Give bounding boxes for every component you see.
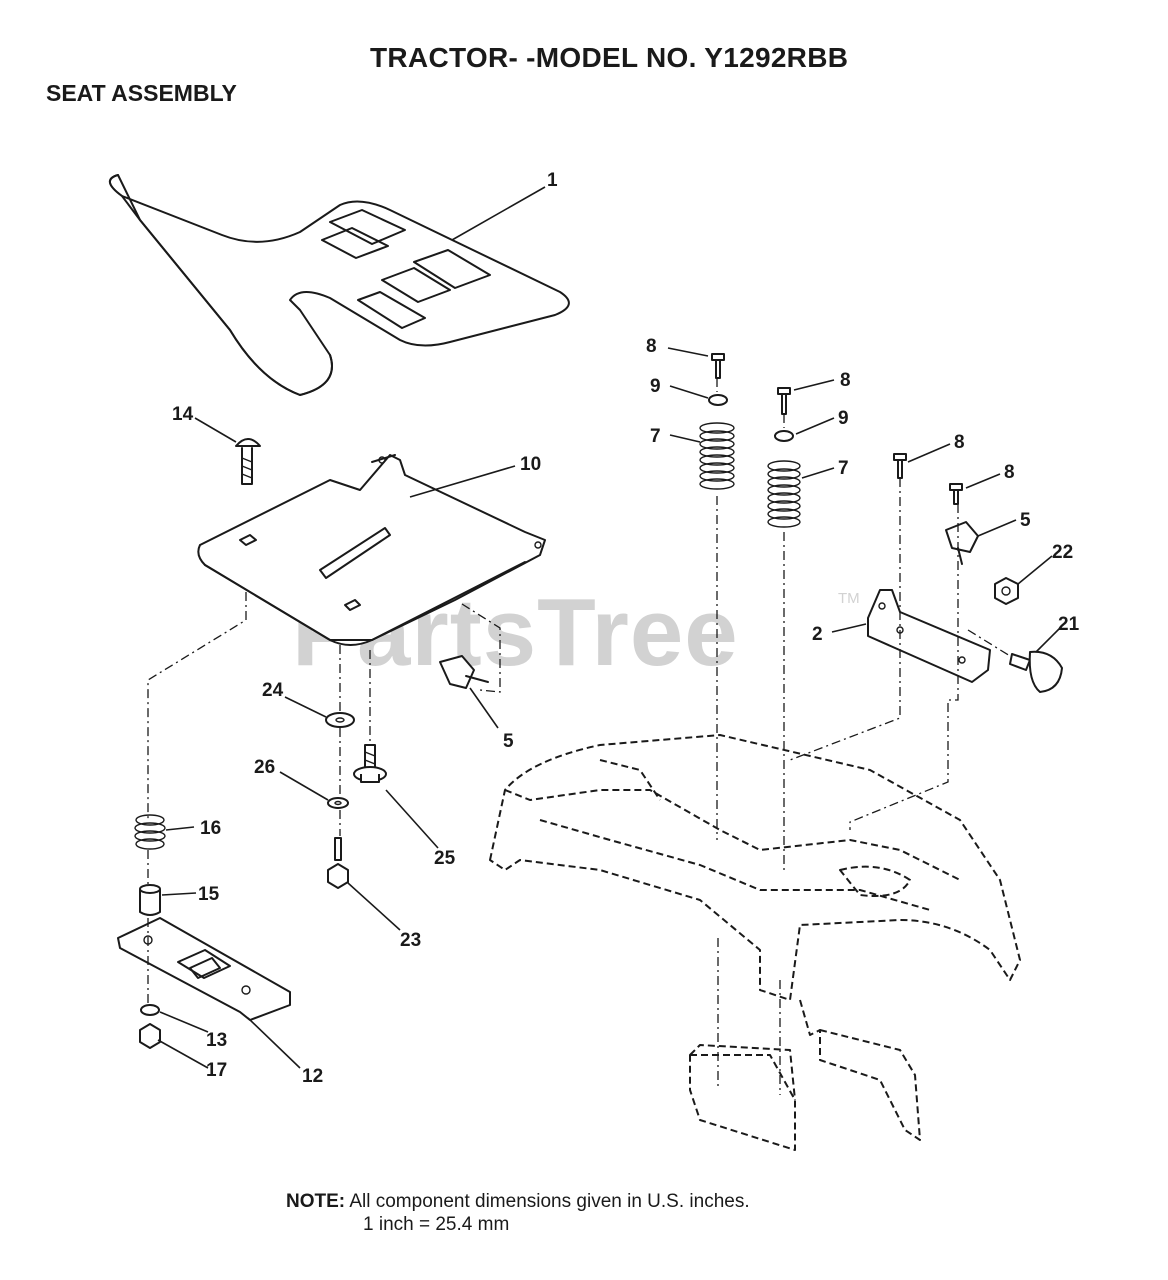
note-line-2: 1 inch = 25.4 mm	[363, 1214, 510, 1235]
callout: 5	[503, 731, 514, 752]
callout: 2	[812, 624, 823, 645]
callout: 9	[650, 376, 661, 397]
callout: 8	[954, 432, 965, 453]
callout: 13	[206, 1030, 227, 1051]
seat-pan[interactable]	[197, 454, 546, 646]
callout: 1	[547, 170, 558, 191]
callout: 7	[838, 458, 849, 479]
bracket-2[interactable]	[867, 589, 991, 683]
callout: 7	[650, 426, 661, 447]
note: NOTE: All component dimensions given in …	[286, 1190, 750, 1236]
seat[interactable]	[109, 174, 570, 396]
spring-16[interactable]	[134, 814, 166, 850]
callout: 26	[254, 757, 275, 778]
section-title: SEAT ASSEMBLY	[46, 80, 237, 106]
callout: 16	[200, 818, 221, 839]
bracket-12[interactable]	[117, 917, 291, 1021]
callout: 5	[1020, 510, 1031, 531]
nut-23[interactable]	[327, 837, 349, 889]
callout: 9	[838, 408, 849, 429]
callout: 22	[1052, 542, 1073, 563]
note-line-1: All component dimensions given in U.S. i…	[349, 1191, 750, 1212]
washer-24[interactable]	[325, 712, 355, 728]
spring-7-b[interactable]	[767, 460, 801, 528]
spring-7-a[interactable]	[699, 422, 735, 490]
nut-13[interactable]	[140, 1004, 160, 1016]
callout: 14	[172, 404, 194, 425]
callout: 25	[434, 848, 456, 869]
bolt-25[interactable]	[353, 744, 387, 783]
watermark-tm: TM	[838, 590, 860, 607]
callout: 24	[262, 680, 284, 701]
callout: 8	[1004, 462, 1015, 483]
knob-21[interactable]	[1009, 650, 1063, 693]
callout: 8	[646, 336, 657, 357]
nut-22[interactable]	[994, 577, 1019, 605]
callout: 17	[206, 1060, 227, 1081]
callout: 8	[840, 370, 851, 391]
spacer-15[interactable]	[139, 884, 161, 916]
page-title: TRACTOR- -MODEL NO. Y1292RBB	[370, 42, 849, 73]
bolt-8-a[interactable]	[711, 353, 725, 379]
note-label: NOTE:	[286, 1191, 346, 1212]
bolt-8-c[interactable]	[893, 453, 907, 479]
callout: 10	[520, 454, 541, 475]
callout: 23	[400, 930, 421, 951]
bolt-8-b[interactable]	[777, 387, 791, 415]
washer-9-b[interactable]	[774, 430, 794, 442]
callout: 21	[1058, 614, 1080, 635]
carriage-bolt[interactable]	[235, 438, 261, 485]
tractor-frame	[489, 734, 1021, 1151]
clip-right[interactable]	[945, 521, 979, 565]
callout: 12	[302, 1066, 323, 1087]
callout: 15	[198, 884, 220, 905]
washer-26[interactable]	[327, 797, 349, 809]
clip-left[interactable]	[439, 655, 489, 689]
nut-17[interactable]	[139, 1023, 161, 1049]
washer-9-a[interactable]	[708, 394, 728, 406]
bolt-8-d[interactable]	[949, 483, 963, 505]
